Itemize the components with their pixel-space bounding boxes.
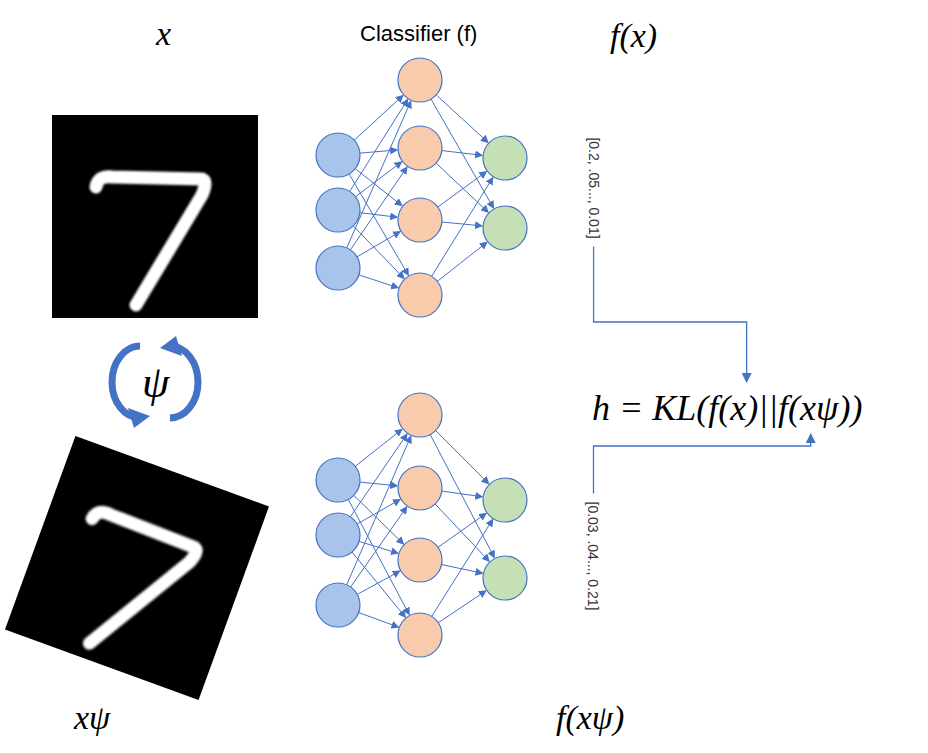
network-link: [360, 213, 397, 218]
network-link: [357, 571, 400, 594]
formula-text: h = KL(f(x)||f(xψ)): [592, 387, 862, 429]
input-symbol: xψ: [74, 699, 110, 737]
arrow-head: [128, 408, 150, 428]
input-neuron: [316, 458, 360, 502]
output-vector: [0.2, .05..., 0.01]: [584, 133, 604, 242]
network-link: [360, 482, 397, 486]
network-link: [442, 222, 482, 226]
network-link: [438, 591, 486, 623]
rotation-arrows: [112, 346, 198, 418]
hidden-neuron: [398, 126, 442, 170]
input-neuron: [316, 583, 360, 627]
input-neuron: [316, 513, 360, 557]
network-link: [354, 495, 404, 544]
network-link: [442, 491, 482, 497]
input-neuron: [316, 188, 360, 232]
network-link: [360, 150, 397, 153]
hidden-neuron: [398, 393, 442, 437]
network-link: [436, 95, 488, 143]
network-link: [436, 431, 489, 484]
input-neuron: [316, 246, 360, 290]
network-link: [435, 504, 489, 561]
elbow-arrow: [594, 247, 747, 382]
hidden-neuron: [398, 58, 442, 102]
divergence-formula: h = KL(f(x)||f(xψ)): [588, 385, 866, 431]
hidden-neuron: [398, 466, 442, 510]
network-link: [357, 232, 400, 257]
output-neuron: [483, 478, 527, 522]
network-link: [359, 275, 398, 288]
hidden-neuron: [398, 273, 442, 317]
digit-image: [52, 115, 258, 318]
input-symbol: x: [156, 15, 171, 53]
network-link: [436, 163, 488, 212]
probability-vector: [0.03, .04..., 0.21]: [585, 502, 601, 611]
network-link: [351, 507, 407, 587]
neural-networks: [316, 58, 527, 657]
transform-symbol: ψ: [142, 357, 169, 408]
output-neuron: [483, 136, 527, 180]
output-neuron: [483, 556, 527, 600]
network-link: [359, 613, 399, 628]
output-symbol: f(x): [610, 17, 657, 55]
hidden-neuron: [398, 613, 442, 657]
hidden-neuron: [398, 198, 442, 242]
output-vector: [0.03, .04..., 0.21]: [583, 498, 603, 615]
hidden-neuron: [398, 538, 442, 582]
output-symbol: f(xψ): [556, 699, 624, 737]
input-neuron: [316, 133, 360, 177]
arrow-head: [160, 336, 182, 356]
elbow-arrow: [593, 434, 810, 494]
network-link: [442, 151, 482, 156]
probability-vector: [0.2, .05..., 0.01]: [586, 137, 602, 238]
network-link: [438, 172, 487, 207]
rotated-digit-image: [5, 436, 269, 700]
network-link: [356, 162, 402, 197]
classifier-title: Classifier (f): [360, 21, 477, 47]
network-link: [355, 429, 402, 466]
network-link: [437, 242, 487, 281]
output-neuron: [483, 206, 527, 250]
